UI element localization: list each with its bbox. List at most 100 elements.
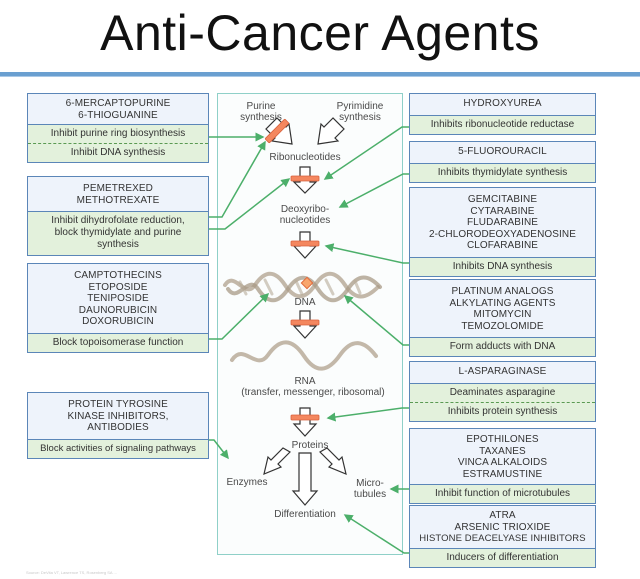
mechanism: Deaminates asparagine xyxy=(410,382,595,402)
label-line: Deoxyribo- xyxy=(280,204,330,215)
label-deoxyribonucleotides: Deoxyribo- nucleotides xyxy=(270,204,340,226)
drug-box-dna-adducts: PLATINUM ANALOGS ALKYLATING AGENTS MITOM… xyxy=(409,279,596,357)
connector-adducts-dna xyxy=(343,295,409,346)
drug-list: ATRA ARSENIC TRIOXIDE HISTONE DEACELYASE… xyxy=(410,506,595,548)
drug-name: EPOTHILONES xyxy=(466,434,539,445)
arrow-pyrimidine-to-ribonucleotides xyxy=(317,117,345,145)
mechanism: Inhibits protein synthesis xyxy=(410,401,595,421)
drug-list: PEMETREXED METHOTREXATE xyxy=(28,177,208,211)
drug-name: TEMOZOLOMIDE xyxy=(461,320,544,332)
drug-name: GEMCITABINE xyxy=(467,194,538,205)
drug-name: MITOMYCIN xyxy=(473,309,532,320)
drug-name: DOXORUBICIN xyxy=(82,316,154,327)
drug-name: CYTARABINE xyxy=(470,205,535,217)
drug-name: ARSENIC TRIOXIDE xyxy=(454,521,551,533)
drug-list: PLATINUM ANALOGS ALKYLATING AGENTS MITOM… xyxy=(410,280,595,337)
label-microtubules: Micro- tubules xyxy=(350,478,390,500)
page-title: Anti-Cancer Agents xyxy=(100,5,540,61)
drug-list: CAMPTOTHECINS ETOPOSIDE TENIPOSIDE DAUNO… xyxy=(28,264,208,333)
drug-name: TAXANES xyxy=(479,445,526,457)
mechanism: Inhibit purine ring biosynthesis xyxy=(28,124,208,143)
drug-name: CAMPTOTHECINS xyxy=(74,270,162,281)
mechanism: Block activities of signaling pathways xyxy=(28,438,208,458)
connector-nucleoside-deoxy xyxy=(324,243,409,264)
arrow-proteins-to-differentiation xyxy=(291,452,319,506)
arrow-proteins-to-enzymes xyxy=(263,447,291,475)
label-enzymes: Enzymes xyxy=(226,477,268,488)
label-line: tubules xyxy=(353,489,387,500)
label-rna: RNA xyxy=(294,376,316,387)
connector-antifolate-purine xyxy=(209,140,266,218)
drug-name: DAUNORUBICIN xyxy=(78,304,158,316)
drug-name: L-ASPARAGINASE xyxy=(458,366,547,377)
label-line: synthesis xyxy=(240,112,282,123)
drug-name: PROTEIN TYROSINE xyxy=(68,399,168,410)
drug-name: 2-CHLORODEOXYADENOSINE xyxy=(428,228,577,240)
connectors xyxy=(209,126,409,554)
inhibition-bars xyxy=(264,118,320,421)
label-line: Purine xyxy=(246,101,276,112)
dna-adduct-marker xyxy=(300,276,314,290)
drug-box-asparaginase: L-ASPARAGINASE Deaminates asparagine Inh… xyxy=(409,361,596,422)
drug-name: KINASE INHIBITORS, xyxy=(67,410,169,422)
drug-name: ANTIBODIES xyxy=(87,422,149,433)
drug-list: GEMCITABINE CYTARABINE FLUDARABINE 2-CHL… xyxy=(410,188,595,257)
title-divider xyxy=(0,72,640,76)
connector-antifolate-ribo xyxy=(209,178,291,230)
connector-asparaginase-proteins xyxy=(326,407,409,422)
drug-name: 6-MERCAPTOPURINE xyxy=(65,98,171,109)
drug-box-antifolates: PEMETREXED METHOTREXATE Inhibit dihydrof… xyxy=(27,176,209,256)
mechanism: Inhibit function of microtubules xyxy=(410,484,595,503)
rna-strand xyxy=(230,340,378,371)
drug-name: ESTRAMUSTINE xyxy=(462,468,543,480)
mechanism: Inhibits thymidylate synthesis xyxy=(410,162,595,182)
drug-name: FLUDARABINE xyxy=(466,217,539,228)
label-line: synthesis xyxy=(339,112,381,123)
drug-name: TENIPOSIDE xyxy=(87,293,149,304)
block-bar-purine xyxy=(264,118,290,144)
label-proteins: Proteins xyxy=(291,440,329,451)
drug-list: EPOTHILONES TAXANES VINCA ALKALOIDS ESTR… xyxy=(410,429,595,484)
connector-fu-deoxy xyxy=(338,173,409,208)
label-rna-types: (transfer, messenger, ribosomal) xyxy=(241,387,385,398)
drug-box-differentiation: ATRA ARSENIC TRIOXIDE HISTONE DEACELYASE… xyxy=(409,505,596,568)
drug-name: PEMETREXED xyxy=(83,183,153,194)
drug-list: L-ASPARAGINASE xyxy=(410,362,595,383)
drug-name: 6-THIOGUANINE xyxy=(78,109,158,121)
block-bar-dna xyxy=(290,319,320,326)
label-line: Pyrimidine xyxy=(336,101,384,112)
drug-name: VINCA ALKALOIDS xyxy=(457,457,548,468)
drug-name: ATRA xyxy=(489,510,516,521)
mechanism: Inhibit dihydrofolate reduction, block t… xyxy=(28,211,208,255)
mechanism: Inducers of differentiation xyxy=(410,547,595,567)
dna-helix xyxy=(223,271,382,303)
drug-name: ETOPOSIDE xyxy=(88,281,148,293)
mechanism: Form adducts with DNA xyxy=(410,337,595,356)
drug-box-hydroxyurea: HYDROXYUREA Inhibits ribonucleotide redu… xyxy=(409,93,596,135)
drug-name: HISTONE DEACELYASE INHIBITORS xyxy=(419,533,586,544)
connector-topo-dna xyxy=(209,292,270,340)
label-pyrimidine-synthesis: Pyrimidine synthesis xyxy=(330,101,390,123)
label-line: Micro- xyxy=(356,478,384,489)
drug-list: PROTEIN TYROSINE KINASE INHIBITORS, ANTI… xyxy=(28,393,208,439)
block-bar-ribonucleotide xyxy=(290,175,320,182)
arrow-proteins-to-microtubules xyxy=(319,447,347,475)
drug-box-topoisomerase: CAMPTOTHECINS ETOPOSIDE TENIPOSIDE DAUNO… xyxy=(27,263,209,353)
label-dna: DNA xyxy=(294,297,316,308)
drug-box-kinase-inhibitors: PROTEIN TYROSINE KINASE INHIBITORS, ANTI… xyxy=(27,392,209,459)
block-bar-rna xyxy=(290,414,320,421)
connector-kinase-enzymes xyxy=(209,439,229,460)
drug-name: HYDROXYUREA xyxy=(463,98,542,109)
arrow-rna-to-proteins xyxy=(292,407,318,437)
drug-name: 5-FLUOROURACIL xyxy=(458,146,547,157)
drug-box-antipurines: 6-MERCAPTOPURINE 6-THIOGUANINE Inhibit p… xyxy=(27,93,209,163)
mechanism: Inhibits DNA synthesis xyxy=(410,256,595,276)
connector-hydroxyurea-ribo xyxy=(323,126,409,180)
drug-list: 5-FLUOROURACIL xyxy=(410,142,595,163)
drug-list: 6-MERCAPTOPURINE 6-THIOGUANINE xyxy=(28,94,208,124)
drug-name: CLOFARABINE xyxy=(466,240,539,251)
mechanism: Block topoisomerase function xyxy=(28,332,208,352)
drug-box-microtubule: EPOTHILONES TAXANES VINCA ALKALOIDS ESTR… xyxy=(409,428,596,504)
mechanism: Inhibit DNA synthesis xyxy=(28,143,208,162)
